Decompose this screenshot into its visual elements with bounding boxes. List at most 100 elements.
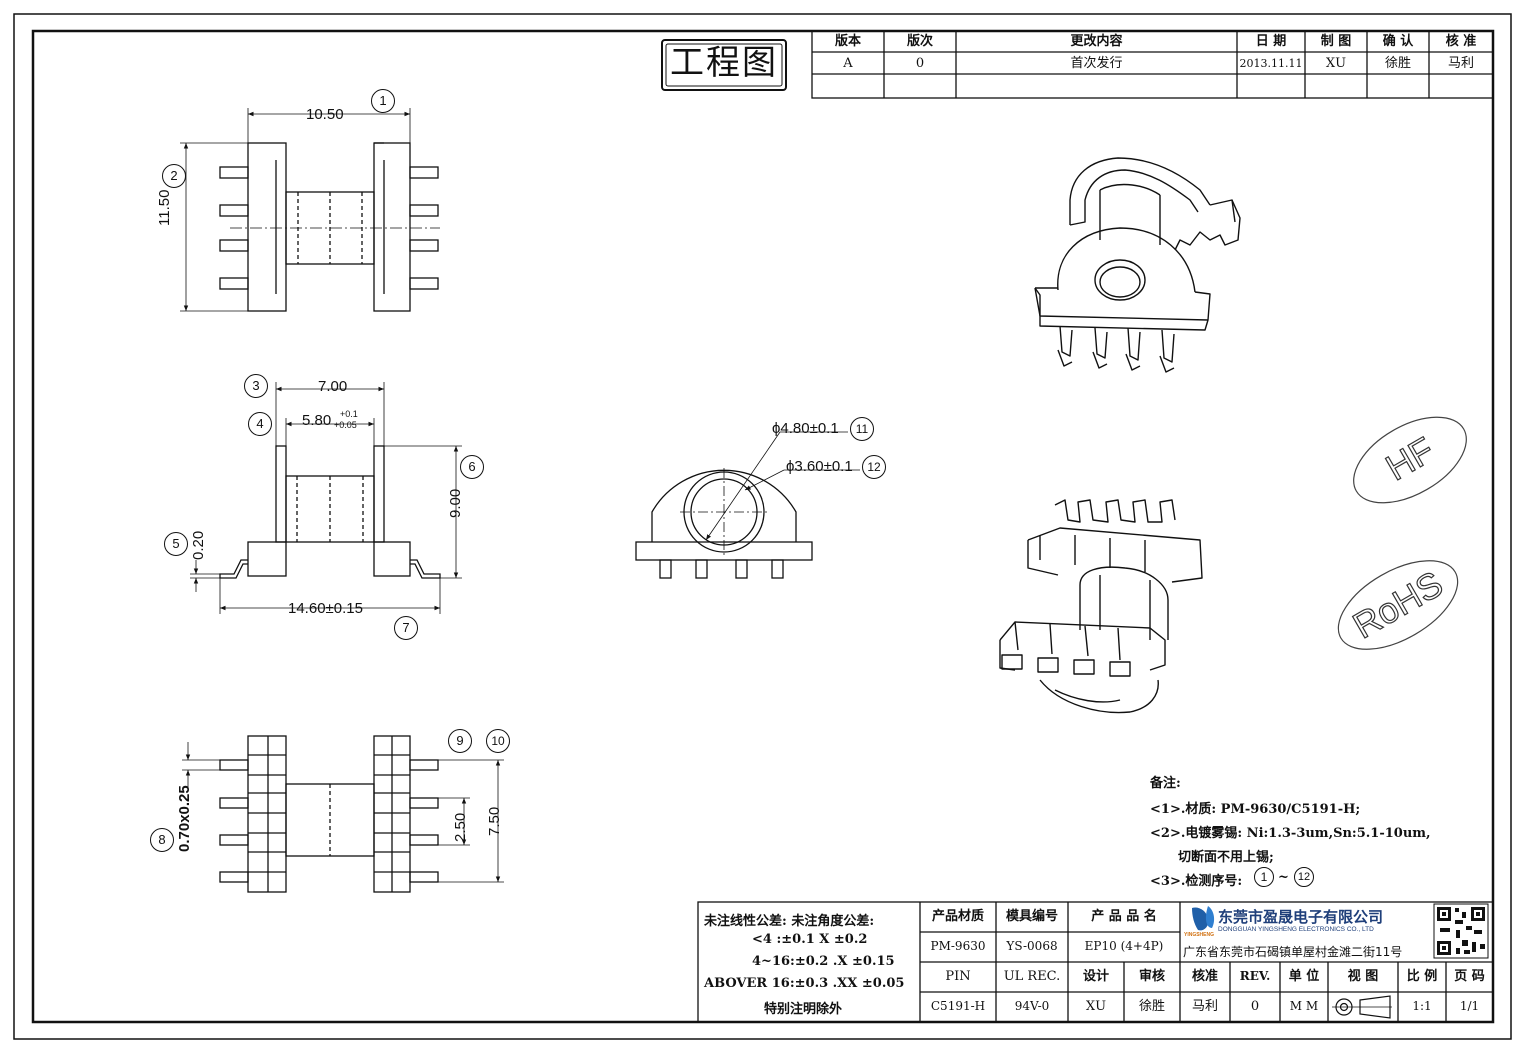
dim-7-50: 7.50 bbox=[486, 806, 503, 836]
tb-value-scale: 1:1 bbox=[1412, 999, 1432, 1013]
isometric-view-top bbox=[1034, 157, 1241, 373]
company-logo-text: YINGSHENG bbox=[1184, 932, 1215, 938]
tb-value-approve: 马利 bbox=[1191, 999, 1218, 1014]
bottom-view bbox=[182, 735, 504, 893]
note-3-to-balloon: 12 bbox=[1294, 867, 1314, 887]
rev-header-version: 版本 bbox=[834, 34, 861, 49]
outer-border bbox=[13, 13, 1512, 1040]
rev-value-edition: 0 bbox=[915, 56, 925, 71]
rev-header-edition: 版次 bbox=[906, 34, 933, 49]
tolerance-line-5: 特别注明除外 bbox=[764, 1002, 843, 1017]
front-view bbox=[635, 431, 860, 579]
tolerance-line-3: 4~16:±0.2 .X ±0.15 bbox=[752, 954, 895, 969]
rev-value-approve: 马利 bbox=[1447, 56, 1474, 71]
rev-value-change: 首次发行 bbox=[1070, 56, 1123, 71]
dim-phi-3-60: ϕ3.60±0.1 bbox=[786, 458, 853, 475]
balloon-8: 8 bbox=[150, 828, 174, 852]
stamp-box bbox=[661, 39, 787, 91]
balloon-1: 1 bbox=[371, 89, 395, 113]
rev-value-date: 2013.11.11 bbox=[1239, 57, 1303, 70]
tb-header-mold: 模具编号 bbox=[1005, 909, 1058, 924]
note-3-sep: ~ bbox=[1278, 870, 1289, 885]
company-address: 广东省东莞市石碣镇单屋村金滩二街11号 bbox=[1183, 945, 1403, 959]
company-name-en: DONGGUAN YINGSHENG ELECTRONICS CO., LTD bbox=[1218, 926, 1374, 933]
dim-11-50: 11.50 bbox=[156, 189, 173, 226]
dim-5-80-tol-plus: +0.1 bbox=[340, 409, 358, 419]
balloon-12: 12 bbox=[862, 455, 886, 479]
dim-10-50: 10.50 bbox=[306, 106, 344, 123]
inner-border bbox=[31, 29, 1495, 1024]
company-name-cn: 东莞市盈晟电子有限公司 bbox=[1218, 908, 1384, 926]
note-2b: 切断面不用上锡; bbox=[1178, 850, 1274, 865]
side-view bbox=[190, 382, 462, 614]
rev-header-date: 日 期 bbox=[1255, 34, 1287, 49]
balloon-10: 10 bbox=[486, 729, 510, 753]
note-1: <1>.材质: PM-9630/C5191-H; bbox=[1150, 802, 1361, 817]
notes-title: 备注: bbox=[1150, 776, 1181, 791]
dim-phi-4-80: ϕ4.80±0.1 bbox=[772, 420, 839, 437]
tb-header-view: 视 图 bbox=[1347, 969, 1379, 984]
isometric-view-bottom bbox=[999, 499, 1203, 714]
balloon-3: 3 bbox=[244, 374, 268, 398]
tb-header-design: 设计 bbox=[1082, 969, 1109, 984]
balloon-2: 2 bbox=[162, 164, 186, 188]
title-block-grid bbox=[697, 901, 1494, 1023]
balloon-6: 6 bbox=[460, 455, 484, 479]
top-view-pins-left bbox=[219, 166, 249, 290]
balloon-7: 7 bbox=[394, 616, 418, 640]
rev-header-change: 更改内容 bbox=[1070, 34, 1123, 49]
tb-value-mold: YS-0068 bbox=[1006, 939, 1058, 953]
dim-0-20: 0.20 bbox=[190, 530, 207, 560]
projection-symbol bbox=[1332, 995, 1392, 1019]
tolerance-line-2: <4 :±0.1 X ±0.2 bbox=[752, 932, 868, 947]
rev-header-approve: 核 准 bbox=[1445, 34, 1477, 49]
company-logo bbox=[1192, 906, 1215, 931]
tb-value-review: 徐胜 bbox=[1138, 999, 1165, 1014]
balloon-11: 11 bbox=[850, 417, 874, 441]
rev-value-draw: XU bbox=[1325, 56, 1347, 71]
balloon-5: 5 bbox=[164, 532, 188, 556]
tb-header-name: 产 品 品 名 bbox=[1091, 909, 1157, 924]
rev-value-confirm: 徐胜 bbox=[1384, 56, 1411, 71]
tb-header-scale: 比 例 bbox=[1406, 969, 1438, 984]
balloon-4: 4 bbox=[248, 412, 272, 436]
tb-header-ul: UL REC. bbox=[1003, 969, 1061, 984]
top-view-pins-right bbox=[409, 166, 439, 290]
tb-header-material: 产品材质 bbox=[931, 909, 984, 924]
tb-header-page: 页 码 bbox=[1454, 969, 1485, 984]
balloon-9: 9 bbox=[448, 729, 472, 753]
tb-value-name: EP10 (4+4P) bbox=[1084, 939, 1164, 953]
tb-value-pin: C5191-H bbox=[930, 999, 986, 1013]
top-view bbox=[180, 108, 440, 312]
tb-value-ul: 94V-0 bbox=[1014, 999, 1050, 1013]
tb-value-material: PM-9630 bbox=[930, 939, 986, 953]
dim-0-70x0-25: 0.70x0.25 bbox=[176, 785, 193, 852]
dim-9-00: 9.00 bbox=[447, 488, 464, 518]
bottom-view-pins-left bbox=[219, 759, 249, 883]
tolerance-line-4: ABOVER 16:±0.3 .XX ±0.05 bbox=[704, 976, 905, 991]
dim-14-60: 14.60±0.15 bbox=[288, 600, 363, 617]
tb-header-unit: 单 位 bbox=[1288, 969, 1320, 984]
rev-value-version: A bbox=[843, 56, 853, 71]
dim-5-80-tol-minus: +0.05 bbox=[334, 420, 357, 430]
tb-value-page: 1/1 bbox=[1459, 999, 1480, 1013]
dim-7-00: 7.00 bbox=[318, 378, 348, 395]
bottom-view-pins-right bbox=[409, 759, 439, 883]
tb-value-design: XU bbox=[1085, 999, 1107, 1014]
tb-value-unit: M M bbox=[1289, 999, 1319, 1013]
qr-code bbox=[1433, 903, 1489, 959]
stamp-inner bbox=[665, 43, 783, 87]
revision-table-grid bbox=[811, 30, 1494, 99]
tb-value-rev: 0 bbox=[1250, 999, 1260, 1014]
tb-header-approve: 核准 bbox=[1191, 969, 1218, 984]
note-2: <2>.电镀雾锡: Ni:1.3-3um,Sn:5.1-10um, bbox=[1150, 826, 1431, 841]
dim-2-50: 2.50 bbox=[452, 812, 469, 842]
tb-header-rev: REV. bbox=[1239, 969, 1271, 983]
dim-5-80: 5.80 bbox=[302, 412, 332, 429]
hf-mark bbox=[1353, 416, 1467, 504]
note-3-from-balloon: 1 bbox=[1254, 867, 1274, 887]
stamp-title: 工程图 bbox=[670, 43, 778, 83]
tb-header-review: 审核 bbox=[1138, 969, 1165, 984]
note-3: <3>.检测序号: bbox=[1150, 874, 1243, 889]
